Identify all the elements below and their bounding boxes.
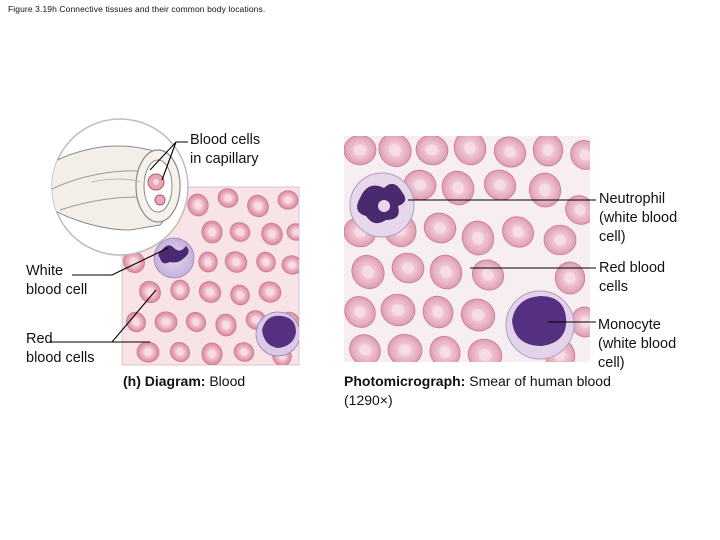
red-blood-cell — [185, 312, 207, 332]
red-blood-cell — [201, 342, 223, 365]
red-blood-cell — [258, 281, 282, 303]
blood-diagram-panel — [121, 186, 300, 366]
red-blood-cell — [391, 252, 425, 284]
red-blood-cell — [281, 255, 299, 275]
label-blood-cells-in-capillary: Blood cells in capillary — [190, 132, 261, 167]
label-monocyte: Monocyte (white blood cell) — [598, 317, 677, 371]
red-blood-cell — [256, 251, 276, 273]
red-blood-cell — [198, 251, 218, 273]
red-blood-cell — [187, 193, 209, 217]
diagram-caption: (h) Diagram: Blood — [123, 372, 245, 391]
red-blood-cell — [471, 259, 505, 291]
photo-caption: Photomicrograph: Smear of human blood (1… — [344, 372, 644, 410]
red-blood-cell — [483, 169, 517, 201]
red-blood-cell — [467, 338, 503, 362]
capillary-inset — [51, 118, 189, 256]
red-blood-cell — [247, 194, 269, 218]
red-blood-cell — [461, 220, 495, 256]
red-blood-cell — [453, 136, 487, 166]
red-blood-cell — [277, 190, 299, 210]
red-blood-cell — [261, 222, 283, 246]
figure-caption: Figure 3.19h Connective tissues and thei… — [8, 4, 266, 14]
red-blood-cell — [229, 222, 251, 242]
red-blood-cell — [528, 172, 562, 208]
red-blood-cell — [423, 212, 457, 244]
red-blood-cell — [378, 136, 412, 167]
leader-blood-cells-capillary — [149, 141, 188, 181]
red-blood-cell — [224, 251, 248, 273]
photo-caption-prefix: Photomicrograph: — [344, 373, 466, 389]
red-blood-cell — [415, 136, 449, 166]
red-blood-cell — [201, 220, 223, 244]
diagram-caption-prefix: (h) Diagram: — [123, 373, 206, 389]
red-blood-cell — [380, 293, 416, 327]
red-blood-cell — [422, 295, 454, 329]
red-blood-cell — [170, 279, 190, 301]
red-blood-cell — [532, 136, 564, 167]
red-blood-cell — [441, 170, 475, 206]
red-blood-cell — [554, 261, 586, 295]
red-blood-cell — [233, 342, 255, 362]
red-blood-cell — [344, 136, 377, 166]
monocyte-diagram — [255, 311, 299, 357]
red-blood-cell — [460, 298, 496, 332]
monocyte-photo — [505, 290, 575, 360]
red-blood-cell — [170, 341, 190, 363]
red-blood-cell — [570, 140, 590, 170]
label-white-blood-cell: White blood cell — [26, 263, 88, 298]
red-blood-cell — [154, 311, 178, 333]
red-blood-cell — [198, 281, 222, 303]
red-blood-cell — [387, 333, 423, 362]
leader-lines — [50, 141, 596, 343]
red-blood-cell — [215, 313, 237, 337]
label-red-blood-cells-left: Red blood cells — [26, 331, 95, 366]
label-red-blood-cells-right: Red blood cells — [599, 260, 666, 295]
red-blood-cell — [429, 254, 463, 290]
leader-white-blood-cell — [72, 247, 169, 276]
diagram-caption-text: Blood — [205, 373, 246, 389]
red-blood-cell — [349, 334, 381, 362]
red-blood-cell — [493, 136, 527, 168]
red-blood-cell — [230, 284, 250, 306]
red-blood-cell — [351, 255, 385, 289]
red-blood-cell — [502, 216, 534, 248]
photomicrograph-panel — [344, 136, 590, 362]
red-blood-cell — [217, 188, 239, 208]
leader-red-blood-cells-left — [50, 289, 157, 343]
white-blood-cell-diagram — [153, 237, 195, 279]
red-blood-cell — [344, 296, 376, 328]
photo-caption-text: Smear of human blood (1290×) — [344, 373, 611, 408]
red-blood-cell — [286, 223, 299, 241]
label-neutrophil: Neutrophil (white blood cell) — [599, 191, 678, 245]
red-blood-cell — [429, 335, 461, 362]
red-blood-cell — [126, 311, 146, 333]
neutrophil-photo — [349, 172, 415, 238]
red-blood-cell — [543, 224, 577, 256]
